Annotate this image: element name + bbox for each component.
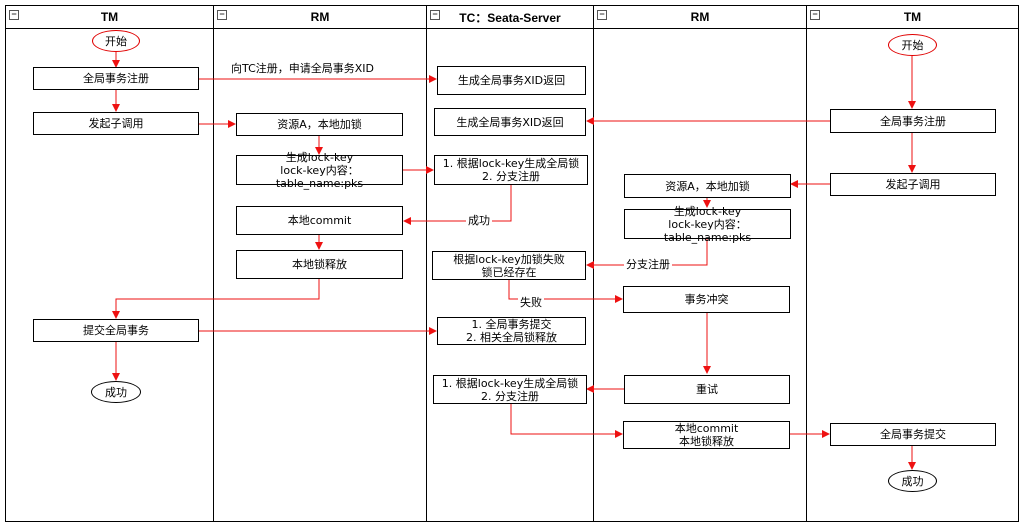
lane-header-tm-right: TM [807,6,1018,29]
collapse-icon[interactable] [597,10,607,20]
start-node: 开始 [92,30,140,52]
lane-title: TC：Seata-Server [459,10,561,25]
lane-title: RM [690,10,710,24]
start-node: 开始 [888,34,937,56]
lane-title: TM [100,10,119,24]
global-lock-branch-register-node: 1. 根据lock-key生成全局锁 2. 分支注册 [434,155,588,185]
lane-header-rm-right: RM [594,6,806,29]
local-lock-release-node: 本地锁释放 [236,250,403,279]
collapse-icon[interactable] [810,10,820,20]
lane-header-rm-left: RM [214,6,426,29]
retry-node: 重试 [624,375,790,404]
global-transaction-commit-node: 全局事务提交 [830,423,996,446]
collapse-icon[interactable] [430,10,440,20]
generate-lock-key-node: 生成lock-key lock-key内容：table_name:pks [236,151,403,190]
collapse-icon[interactable] [217,10,227,20]
invoke-sub-call-node: 发起子调用 [830,173,996,196]
edge-label-register-xid: 向TC注册，申请全局事务XID [229,62,377,75]
commit-global-transaction-node: 提交全局事务 [33,319,199,342]
lane-tm-left: TM [5,5,214,522]
arrow-branch2-to-local-commit [510,404,623,438]
lock-failed-node: 根据lock-key加锁失败 锁已经存在 [432,251,586,280]
collapse-icon[interactable] [9,10,19,20]
lane-title: RM [310,10,330,24]
invoke-sub-call-node: 发起子调用 [33,112,199,135]
local-lock-node: 资源A，本地加锁 [236,113,403,136]
edge-label-branch-register: 分支注册 [624,258,672,271]
local-commit-release-node: 本地commit 本地锁释放 [623,421,790,449]
generate-xid-node: 生成全局事务XID返回 [437,66,586,95]
transaction-conflict-node: 事务冲突 [623,286,790,313]
arrow-tc-branch-to-commit [403,185,512,225]
global-transaction-register-node: 全局事务注册 [33,67,199,90]
generate-xid-node: 生成全局事务XID返回 [434,108,586,136]
global-commit-release-node: 1. 全局事务提交 2. 相关全局锁释放 [437,317,586,345]
success-node: 成功 [91,381,141,403]
lane-header-tc: TC：Seata-Server [427,6,593,29]
generate-lock-key-node: 生成lock-key lock-key内容：table_name:pks [624,205,791,244]
global-transaction-register-node: 全局事务注册 [830,109,996,133]
edge-label-success: 成功 [466,214,492,227]
success-node: 成功 [888,470,937,492]
lane-header-tm-left: TM [6,6,213,29]
global-lock-branch-register-node: 1. 根据lock-key生成全局锁 2. 分支注册 [433,375,587,404]
local-lock-node: 资源A，本地加锁 [624,174,791,198]
arrow-release-to-tm [112,279,320,319]
lane-title: TM [903,10,922,24]
arrow-fail-to-conflict [508,280,623,303]
local-commit-node: 本地commit [236,206,403,235]
edge-label-fail: 失败 [518,296,544,309]
